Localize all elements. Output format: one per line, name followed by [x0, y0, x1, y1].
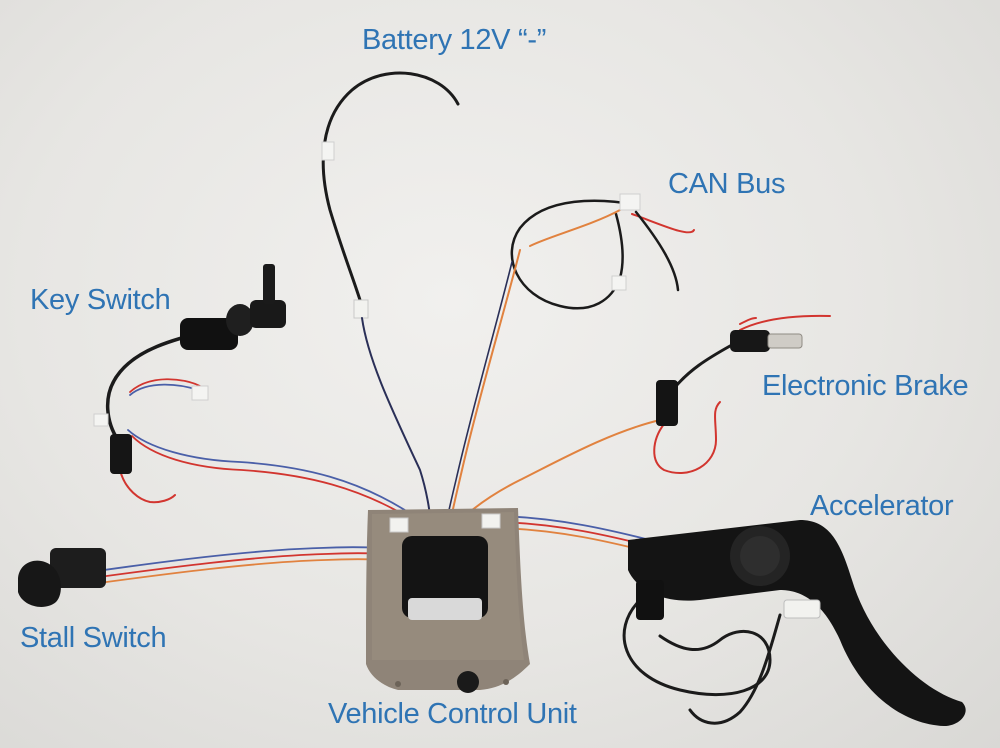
label-can-bus: CAN Bus — [668, 168, 786, 200]
label-key-switch: Key Switch — [30, 284, 171, 316]
battery-negative-lead — [321, 71, 460, 531]
electronic-brake-assembly — [449, 314, 831, 531]
key-switch-assembly — [93, 264, 423, 527]
accelerator-pedal-assembly — [499, 515, 966, 726]
label-electronic-brake: Electronic Brake — [762, 370, 969, 402]
label-vehicle-control-unit: Vehicle Control Unit — [328, 698, 577, 730]
label-stall-switch: Stall Switch — [20, 622, 167, 654]
label-battery-negative: Battery 12V “-” — [362, 24, 547, 56]
stall-switch-assembly — [18, 546, 425, 607]
vehicle-control-unit — [366, 508, 530, 693]
can-bus-cable — [443, 193, 695, 536]
label-accelerator: Accelerator — [810, 490, 954, 522]
